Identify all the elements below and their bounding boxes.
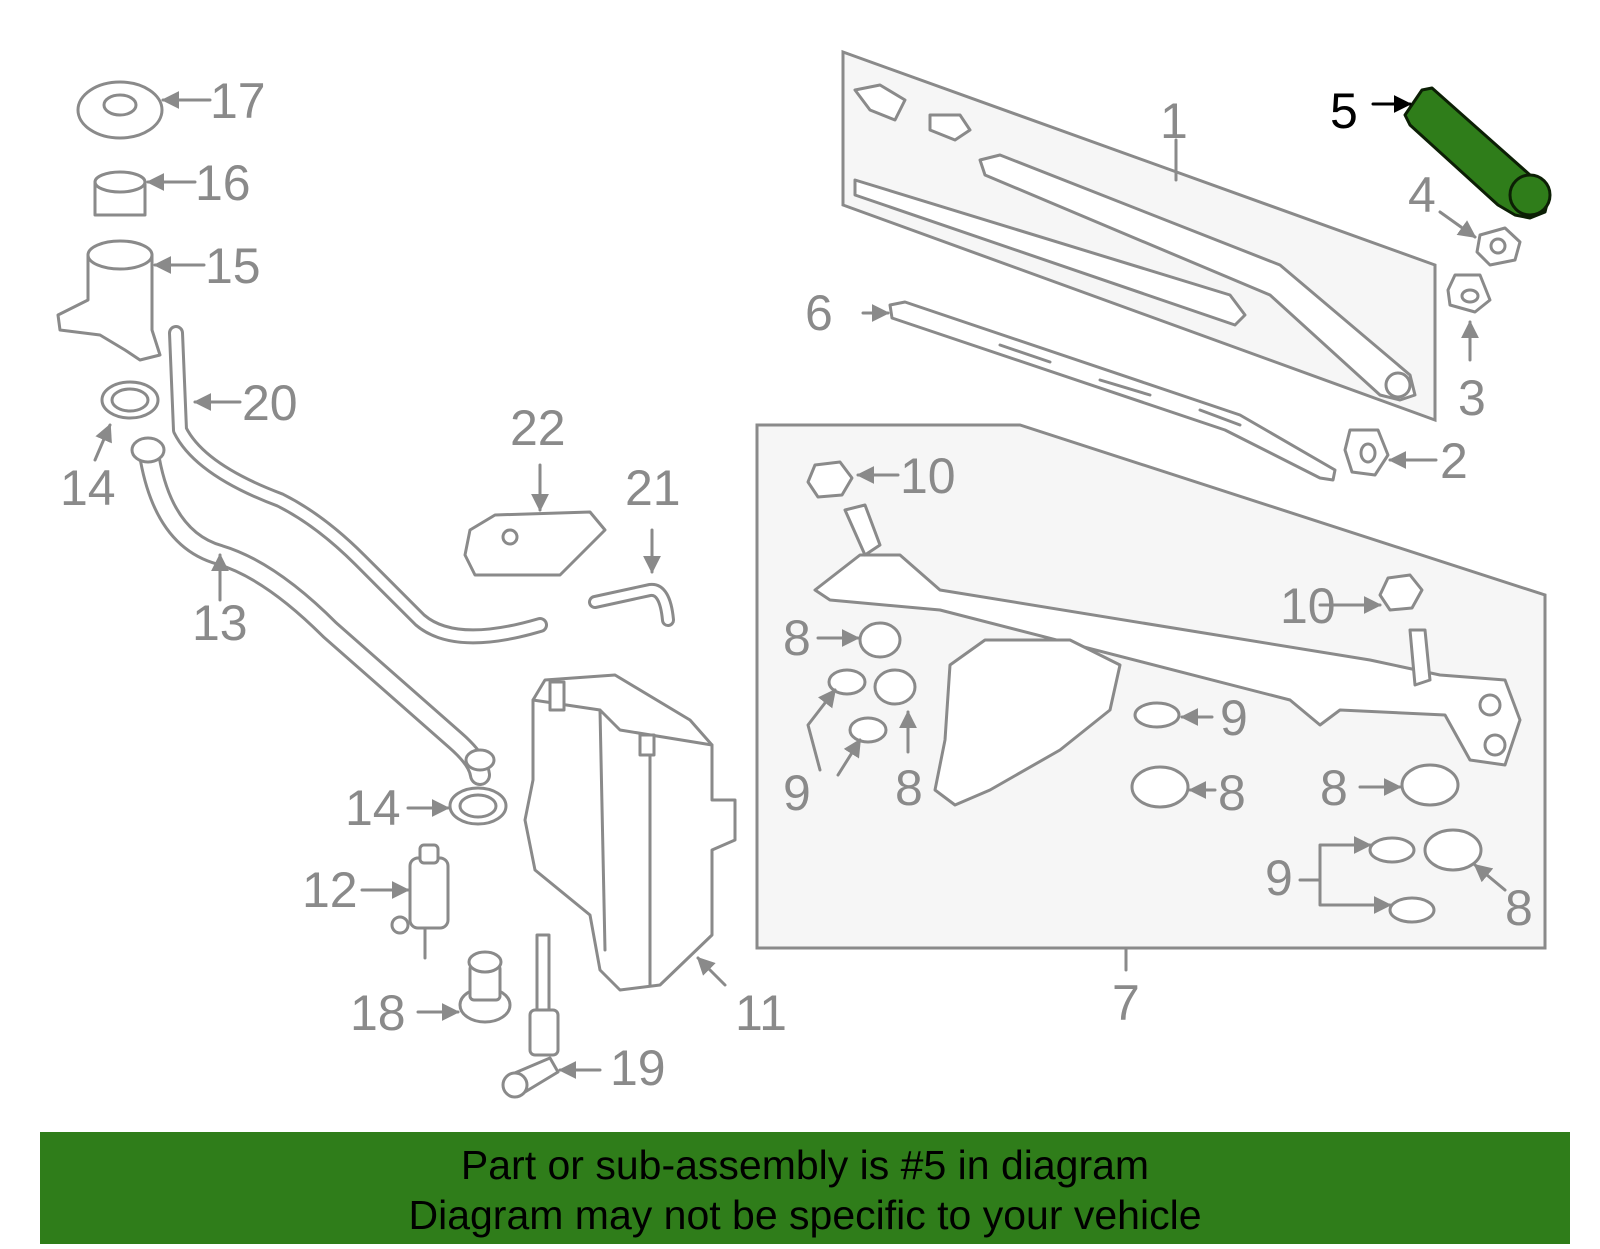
label-1: 1 bbox=[1160, 93, 1188, 149]
label-17: 17 bbox=[210, 73, 266, 129]
grommet-part-18 bbox=[458, 950, 512, 1024]
linkage-assembly-box bbox=[755, 423, 1547, 972]
bracket-part-3 bbox=[1446, 273, 1492, 314]
label-2: 2 bbox=[1440, 433, 1468, 489]
hose-part-21 bbox=[588, 582, 675, 627]
banner-line-2: Diagram may not be specific to your vehi… bbox=[408, 1192, 1202, 1238]
filler-neck-part-15 bbox=[56, 239, 162, 362]
part-labels: 17 16 15 20 14 13 22 21 14 12 18 19 11 1… bbox=[60, 73, 1533, 1096]
label-8-c: 8 bbox=[1218, 765, 1246, 821]
label-18: 18 bbox=[350, 985, 406, 1041]
label-5: 5 bbox=[1330, 83, 1358, 139]
label-6: 6 bbox=[805, 285, 833, 341]
nut-part-4 bbox=[1475, 226, 1522, 267]
label-3: 3 bbox=[1458, 370, 1486, 426]
bushings-and-grommets bbox=[827, 621, 1483, 924]
label-14-a: 14 bbox=[60, 460, 116, 516]
wiper-blade-part-6 bbox=[888, 300, 1337, 482]
pump-part-12 bbox=[390, 843, 450, 960]
label-8-e: 8 bbox=[1505, 880, 1533, 936]
banner-line-1: Part or sub-assembly is #5 in diagram bbox=[460, 1142, 1150, 1188]
reservoir-part-11 bbox=[523, 673, 737, 992]
label-15: 15 bbox=[205, 238, 261, 294]
seal-part-14-a bbox=[100, 380, 160, 420]
label-16: 16 bbox=[195, 155, 251, 211]
seal-part-14-b bbox=[448, 786, 508, 826]
parts-diagram: 17 16 15 20 14 13 22 21 14 12 18 19 11 1… bbox=[56, 49, 1552, 1099]
bracket-part-2 bbox=[1343, 428, 1390, 477]
label-7: 7 bbox=[1112, 975, 1140, 1031]
label-9-a: 9 bbox=[783, 765, 811, 821]
label-4: 4 bbox=[1408, 167, 1436, 223]
label-9-b: 9 bbox=[1220, 690, 1248, 746]
leader-arrows bbox=[93, 91, 1507, 1079]
label-8-a: 8 bbox=[783, 610, 811, 666]
label-22: 22 bbox=[510, 400, 566, 456]
part-22 bbox=[463, 510, 607, 577]
label-8-d: 8 bbox=[1320, 760, 1348, 816]
wiper-arm-part-5-highlighted[interactable] bbox=[1403, 86, 1552, 220]
label-8-b: 8 bbox=[895, 760, 923, 816]
label-13: 13 bbox=[192, 595, 248, 651]
sensor-part-19 bbox=[501, 933, 560, 1099]
hose-part-13 bbox=[130, 436, 496, 786]
label-10-b: 10 bbox=[1280, 578, 1336, 634]
label-14-b: 14 bbox=[345, 780, 401, 836]
cap-part-16 bbox=[93, 170, 147, 217]
nut-part-10-a bbox=[806, 460, 854, 499]
nut-part-10-b bbox=[1378, 573, 1424, 612]
label-12: 12 bbox=[302, 862, 358, 918]
hose-part-20 bbox=[168, 325, 548, 645]
info-banner: Part or sub-assembly is #5 in diagram Di… bbox=[40, 1132, 1570, 1244]
cap-part-17 bbox=[76, 80, 164, 140]
label-9-c: 9 bbox=[1265, 850, 1293, 906]
label-21: 21 bbox=[625, 460, 681, 516]
label-19: 19 bbox=[610, 1040, 666, 1096]
label-20: 20 bbox=[242, 375, 298, 431]
wiper-arm-assembly-box bbox=[841, 49, 1437, 423]
label-11: 11 bbox=[735, 985, 787, 1041]
label-10-a: 10 bbox=[900, 448, 956, 504]
